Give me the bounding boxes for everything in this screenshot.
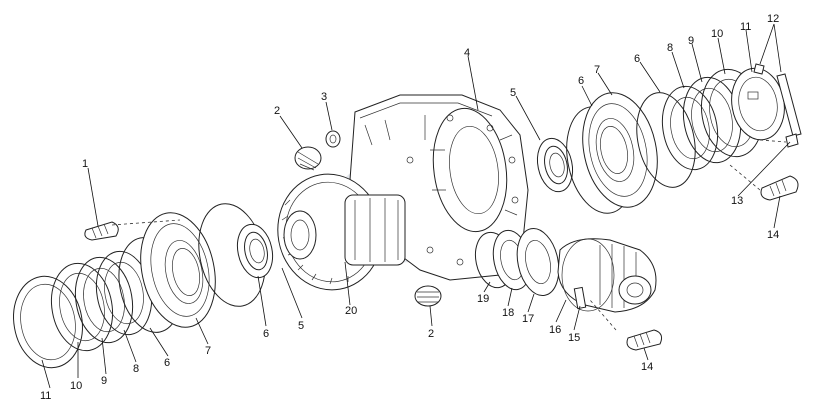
- part-3-plug: [325, 130, 341, 148]
- callout-17: 17: [522, 313, 534, 325]
- part-9-shim-left: [74, 256, 134, 344]
- part-14-plug-right-top: [760, 175, 799, 201]
- part-16-drive-pinion: [557, 238, 657, 313]
- callout-9: 9: [101, 375, 107, 387]
- callout-18: 18: [502, 307, 514, 319]
- callout-6: 6: [578, 75, 584, 87]
- callout-10: 10: [711, 28, 723, 40]
- callout-14: 14: [767, 229, 779, 241]
- callout-13: 13: [731, 195, 743, 207]
- callout-6: 6: [164, 357, 170, 369]
- callout-8: 8: [133, 363, 139, 375]
- callout-8: 8: [667, 42, 673, 54]
- part-20-crown-gear: [277, 173, 406, 291]
- part-6-oring-right-b: [636, 92, 696, 188]
- part-7-bearing-cup-right: [582, 92, 658, 208]
- part-5-bearing-right: [536, 137, 574, 193]
- callout-5: 5: [298, 320, 304, 332]
- callout-6: 6: [634, 53, 640, 65]
- part-15-lock-plate: [573, 286, 587, 310]
- part-2-plug-top: [294, 146, 322, 171]
- part-14-plug-right-bottom: [626, 329, 662, 351]
- callout-14: 14: [641, 361, 653, 373]
- callout-11: 11: [40, 390, 51, 402]
- callout-1: 1: [82, 158, 88, 170]
- callout-15: 15: [568, 332, 580, 344]
- part-2-plug-bottom: [414, 285, 442, 307]
- callout-6: 6: [263, 328, 269, 340]
- callout-20: 20: [345, 305, 357, 317]
- callout-12: 12: [767, 13, 779, 25]
- part-11-cover-left: [13, 275, 83, 369]
- part-13-nut: [759, 133, 799, 148]
- callout-7: 7: [205, 345, 211, 357]
- callout-9: 9: [688, 35, 694, 47]
- assembly-axis-lines: [111, 164, 761, 331]
- callout-16: 16: [549, 324, 561, 336]
- callout-2: 2: [274, 105, 280, 117]
- callout-labels: 1 2 2 3 4 5 5 6 6 6 6 7 7 8 8 9 9 10 10 …: [40, 13, 779, 402]
- part-7-bearing-cup-left: [140, 212, 216, 328]
- part-5-bearing-left: [236, 223, 274, 279]
- part-17-shim: [516, 227, 560, 297]
- callout-11: 11: [740, 21, 751, 33]
- callout-7: 7: [594, 64, 600, 76]
- leader-lines: [41, 23, 791, 389]
- callout-2: 2: [428, 328, 434, 340]
- callout-3: 3: [321, 91, 327, 103]
- callout-19: 19: [477, 293, 489, 305]
- callout-5: 5: [510, 87, 516, 99]
- part-10-gasket-left: [50, 262, 114, 352]
- part-14-plug-left: [84, 221, 119, 241]
- part-8-shim-right: [661, 85, 719, 171]
- callout-4: 4: [464, 47, 470, 59]
- callout-10: 10: [70, 380, 82, 392]
- part-12-bolt: [753, 63, 802, 137]
